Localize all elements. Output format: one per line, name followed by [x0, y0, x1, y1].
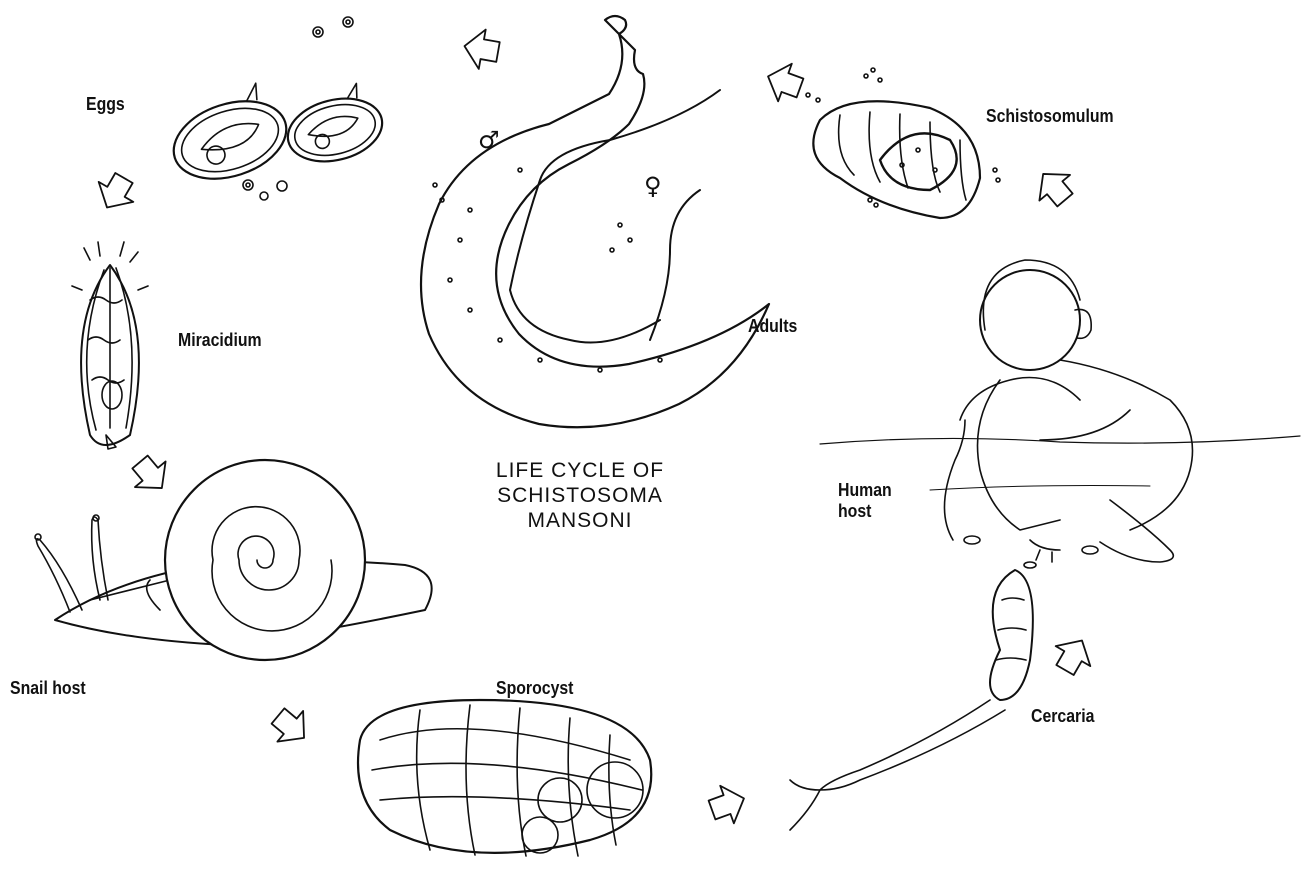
arrow-eggs-to-miracidium	[90, 168, 142, 217]
label-human-host-line1: Human	[838, 480, 892, 500]
schistosomulum-drawing	[806, 68, 1000, 218]
arrow-snail-to-sporocyst	[265, 701, 317, 753]
title-line-3: MANSONI	[470, 508, 690, 533]
label-schistosomulum: Schistosomulum	[986, 106, 1114, 127]
label-cercaria: Cercaria	[1031, 706, 1094, 727]
arrow-cercaria-to-human	[1048, 631, 1100, 680]
miracidium-drawing	[72, 242, 148, 449]
arrow-adults-to-eggs	[461, 26, 501, 71]
label-human-host-line2: host	[838, 501, 871, 521]
label-human-host: Human host	[838, 480, 892, 521]
adult-worms-drawing	[421, 16, 769, 427]
label-miracidium: Miracidium	[178, 330, 262, 351]
arrow-human-to-schistosomulum	[1028, 161, 1080, 213]
diagram-title: LIFE CYCLE OF SCHISTOSOMA MANSONI	[470, 458, 690, 534]
human-host-drawing	[820, 260, 1300, 568]
title-line-1: LIFE CYCLE OF	[470, 458, 690, 483]
label-adults: Adults	[748, 316, 797, 337]
title-line-2: SCHISTOSOMA	[470, 483, 690, 508]
eggs-drawing	[161, 17, 389, 200]
arrow-sporocyst-to-cercaria	[705, 780, 751, 829]
label-snail-host: Snail host	[10, 678, 86, 699]
arrow-miracidium-to-snail	[125, 449, 177, 501]
male-symbol: ♂	[478, 126, 500, 154]
sporocyst-drawing	[358, 700, 651, 856]
label-sporocyst: Sporocyst	[496, 678, 573, 699]
female-symbol: ♀	[644, 172, 662, 200]
cercaria-drawing	[790, 570, 1033, 830]
snail-drawing	[35, 460, 432, 660]
label-eggs: Eggs	[86, 94, 125, 115]
arrow-schistosomulum-to-adults	[761, 58, 807, 107]
